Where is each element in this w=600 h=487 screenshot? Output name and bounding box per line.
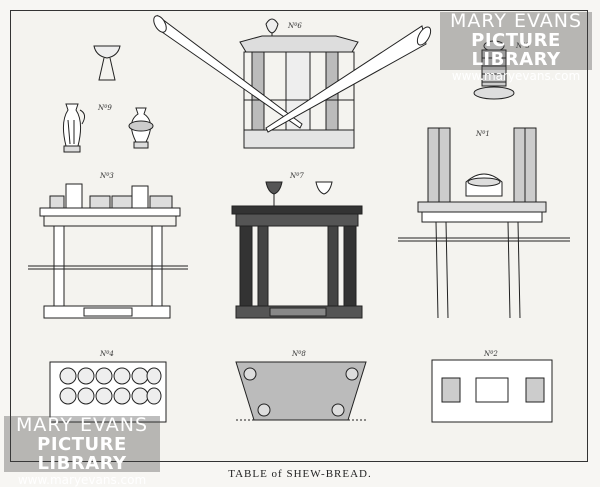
watermark-top-right: MARY EVANS PICTURE LIBRARY www.maryevans… (440, 10, 592, 82)
fig5-bread-pile (473, 40, 515, 100)
watermark-line2: PICTURE LIBRARY (471, 29, 561, 70)
fig3-table (28, 183, 188, 319)
fig8-label: Nº8 (292, 350, 306, 358)
fig6-label: Nº6 (288, 22, 302, 30)
fig3-label: Nº3 (100, 172, 114, 180)
fig4-plan-loaves (49, 361, 167, 423)
watermark-line3: www.maryevans.com (451, 68, 581, 83)
fig2-plan-panels (431, 359, 553, 423)
fig5-label: Nº5 (516, 42, 530, 50)
fig9-label: Nº9 (98, 104, 112, 112)
fig1-label: Nº1 (476, 130, 490, 138)
fig7-label: Nº7 (290, 172, 304, 180)
watermark-bottom-left: MARY EVANS PICTURE LIBRARY www.maryevans… (4, 414, 160, 486)
plate-caption: TABLE of SHEW-BREAD. (228, 468, 372, 480)
goblet-small (93, 45, 121, 81)
fig4-label: Nº4 (100, 350, 114, 358)
watermark-line1: MARY EVANS (449, 10, 583, 32)
fig8-plan-trapezoid (235, 361, 367, 421)
fig9-vase (128, 107, 154, 149)
fig6-table-with-trumpets (153, 14, 432, 149)
watermark-line1: MARY EVANS (15, 414, 149, 436)
fig2-label: Nº2 (484, 350, 498, 358)
fig9-jug (62, 103, 86, 153)
fig1-table-poles (398, 127, 570, 319)
watermark-line3: www.maryevans.com (17, 472, 147, 487)
watermark-line2: PICTURE LIBRARY (37, 433, 127, 474)
fig7-table-dark (231, 181, 363, 319)
